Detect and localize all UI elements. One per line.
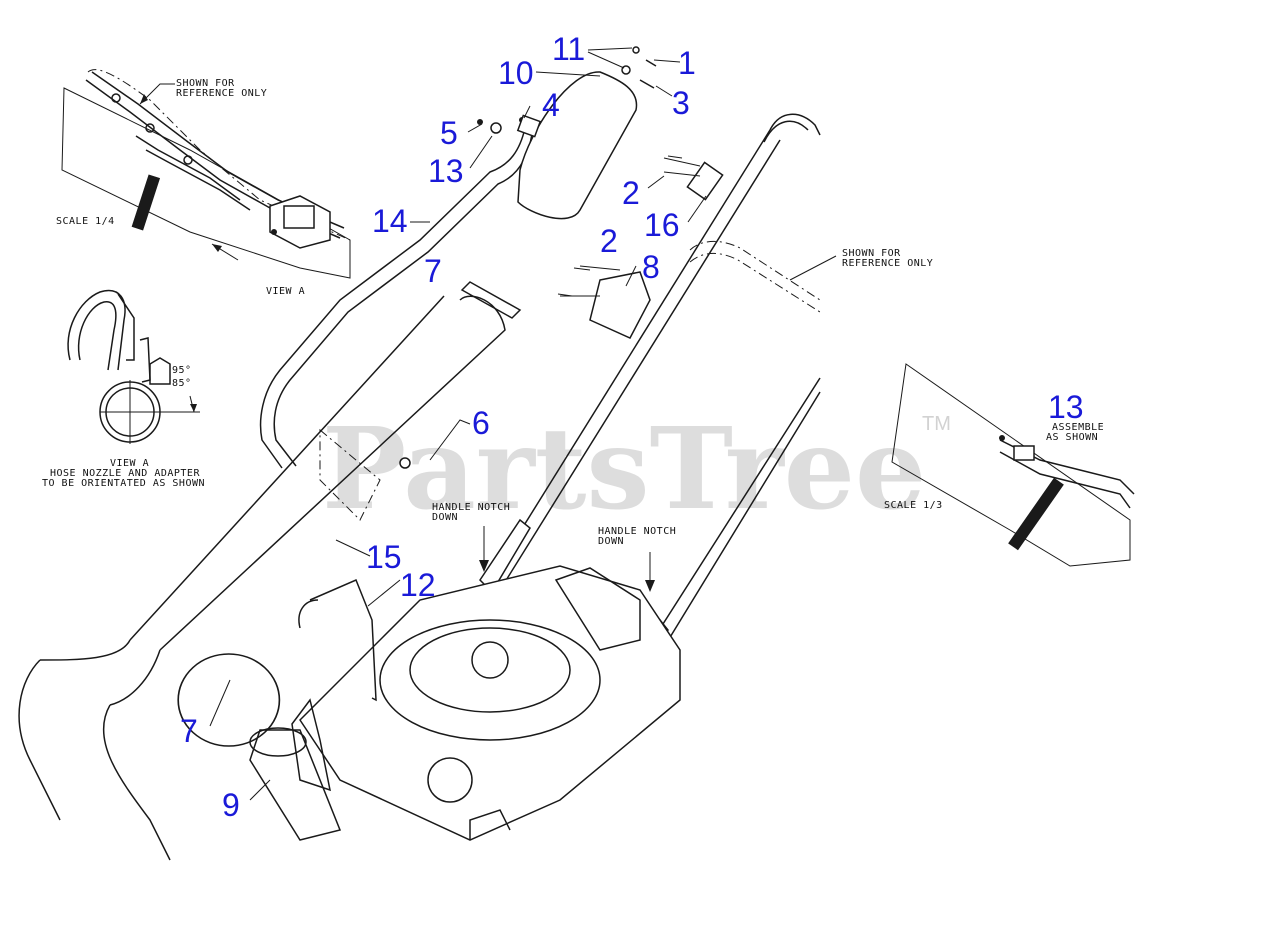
view-a-title: VIEW A <box>110 458 149 469</box>
assemble-note-2: AS SHOWN <box>1046 432 1098 443</box>
view-a-pointer-label: VIEW A <box>266 286 305 297</box>
reference-note-right: SHOWN FOR <box>842 248 901 259</box>
inset-scale-third <box>891 363 1135 567</box>
angle-95-label: 95° <box>172 365 192 376</box>
scale-label-left: SCALE 1/4 <box>56 216 115 227</box>
hose-and-tube <box>18 71 638 861</box>
callout-14: 14 <box>372 203 408 239</box>
assemble-note: ASSEMBLE <box>1052 422 1104 433</box>
watermark: PartsTree <box>322 404 926 535</box>
handle-notch-note-right: HANDLE NOTCH <box>598 526 676 537</box>
view-a-caption-line-3: TO BE ORIENTATED AS SHOWN <box>42 478 205 489</box>
callout-16: 16 <box>644 207 680 243</box>
watermark-trademark: TM <box>922 413 951 435</box>
callout-10: 10 <box>498 55 534 91</box>
inset-scale-quarter <box>61 69 351 279</box>
callout-13-upper: 13 <box>428 153 464 189</box>
callout-2-lower: 2 <box>600 223 618 259</box>
callout-1: 1 <box>678 45 696 81</box>
callout-2-upper: 2 <box>622 175 640 211</box>
callout-9: 9 <box>222 787 240 823</box>
handle-notch-note-right-2: DOWN <box>598 536 624 547</box>
blower-housing <box>177 565 681 841</box>
callout-3: 3 <box>672 85 690 121</box>
callout-12: 12 <box>400 567 436 603</box>
callout-8: 8 <box>642 249 660 285</box>
callout-4: 4 <box>542 87 560 123</box>
callout-5: 5 <box>440 115 458 151</box>
hardware-parts <box>477 46 683 297</box>
reference-note-upper-left: SHOWN FOR <box>176 78 235 89</box>
view-a-detail <box>67 289 200 444</box>
view-a-caption-line-2: HOSE NOZZLE AND ADAPTER <box>50 468 200 479</box>
callout-11: 11 <box>552 31 585 67</box>
callout-leaders <box>209 47 707 801</box>
callout-6: 6 <box>472 405 490 441</box>
callout-7-lower: 7 <box>180 713 198 749</box>
handle-notch-note-left: HANDLE NOTCH <box>432 502 510 513</box>
handle-notch-note-left-2: DOWN <box>432 512 458 523</box>
angle-85-label: 85° <box>172 378 192 389</box>
reference-leader-right <box>789 255 837 281</box>
callout-7-upper: 7 <box>424 253 442 289</box>
reference-note-right-2: REFERENCE ONLY <box>842 258 933 269</box>
callout-13-right: 13 <box>1048 389 1084 425</box>
scale-label-right: SCALE 1/3 <box>884 500 943 511</box>
reference-note-upper-left-2: REFERENCE ONLY <box>176 88 267 99</box>
callout-15: 15 <box>366 539 402 575</box>
